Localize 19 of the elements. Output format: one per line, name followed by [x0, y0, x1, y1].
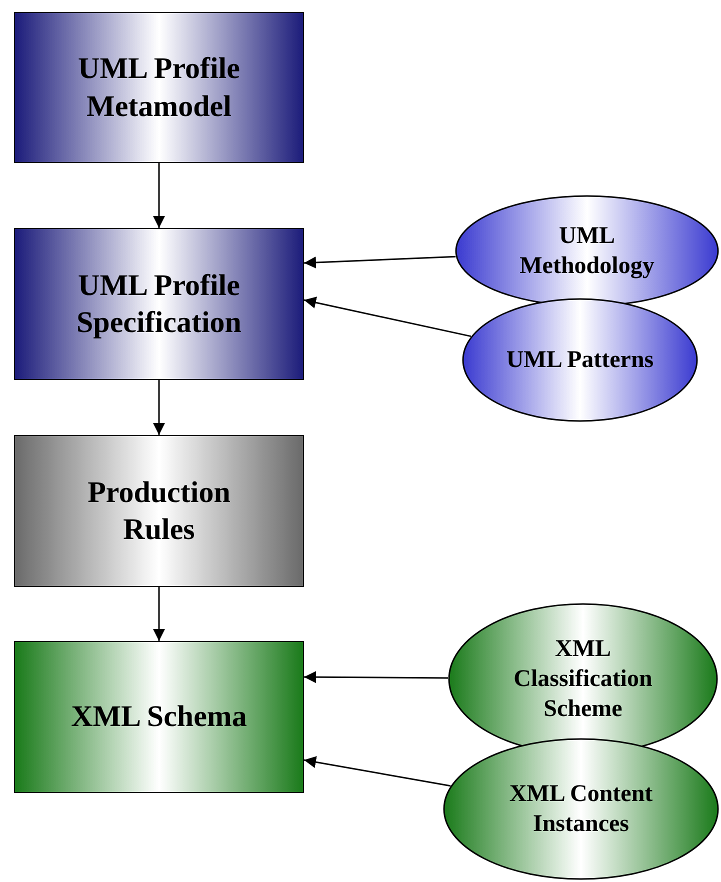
arrow — [153, 587, 165, 641]
process-box — [14, 12, 304, 163]
arrow — [153, 163, 165, 228]
arrow — [304, 256, 456, 268]
node-label: UML Patterns — [505, 346, 655, 375]
process-box — [14, 641, 304, 793]
arrow — [153, 380, 165, 435]
arrow — [304, 671, 448, 684]
arrow — [304, 296, 472, 338]
node-label: XML Content Instances — [508, 780, 654, 839]
arrow — [304, 756, 451, 787]
node-label: UML Profile Specification — [76, 268, 242, 341]
node-label: UML Methodology — [518, 222, 656, 281]
node-label: UML Profile Metamodel — [77, 51, 241, 124]
node-label: XML Classification Scheme — [512, 635, 654, 724]
node-label: XML Schema — [70, 699, 248, 736]
process-box — [14, 435, 304, 587]
node-label: Production Rules — [86, 474, 232, 548]
process-box — [14, 228, 304, 380]
